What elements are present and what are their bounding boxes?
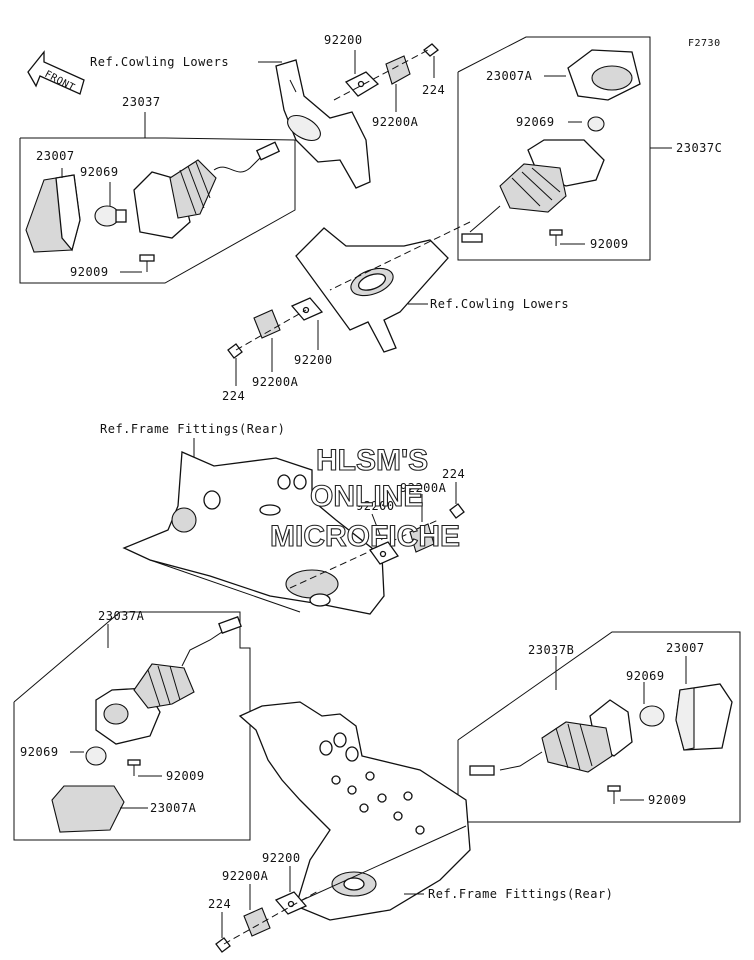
label-92200-bottom: 92200 (262, 851, 301, 865)
label-23037: 23037 (122, 95, 161, 109)
rear-frame-fitting-bottom (238, 701, 471, 921)
plate-92200-mid-icon (290, 297, 324, 321)
rear-left-turn-signal-assembly (13, 611, 251, 841)
connector-icon (255, 141, 281, 161)
clip-92200A-top-icon (385, 55, 411, 85)
watermark-line-1: HLSM'S (316, 444, 428, 477)
label-92069-tl: 92069 (80, 165, 119, 179)
label-23037B: 23037B (528, 643, 574, 657)
connector-br-icon (469, 765, 495, 776)
rear-frame-fitting-mid (122, 451, 385, 615)
label-23007-tl: 23007 (36, 149, 75, 163)
bellows-tr-icon (499, 163, 567, 213)
cowling-bracket-mid (295, 227, 449, 353)
bellows-br-icon (541, 721, 613, 773)
label-92009-tl: 92009 (70, 265, 109, 279)
cowling-bracket-top (275, 59, 371, 189)
front-direction-icon: FRONT (27, 50, 85, 95)
bulb-92069-rl-icon (85, 746, 107, 766)
connector-tr-icon (461, 233, 483, 243)
watermark: HLSM'S ONLINE MICROFICHE (269, 443, 460, 553)
label-23007A-rl: 23007A (150, 801, 197, 815)
label-92069-tr: 92069 (516, 115, 555, 129)
label-224-rear: 224 (442, 467, 465, 481)
bulb-92069-br-icon (639, 705, 665, 727)
label-23007-br: 23007 (666, 641, 705, 655)
plate-92200-top-icon (344, 71, 380, 97)
label-92200-rear: 92200 (356, 499, 395, 513)
front-left-turn-signal-assembly (19, 112, 296, 284)
screw-92009-icon (139, 254, 155, 272)
ref-cowling-lowers-top: Ref.Cowling Lowers (90, 55, 229, 69)
label-92009-tr: 92009 (590, 237, 629, 251)
screw-92009-rl-icon (127, 759, 141, 776)
label-224-mid: 224 (222, 389, 245, 403)
label-92200A-top: 92200A (372, 115, 419, 129)
bolt-224-rear-icon (449, 503, 465, 519)
bolt-224-bottom-icon (215, 937, 231, 953)
label-23037C: 23037C (676, 141, 722, 155)
screw-92009-br-icon (607, 785, 621, 804)
clip-92200A-mid-icon (253, 309, 281, 339)
watermark-line-3: MICROFICHE (270, 520, 460, 553)
label-224-top: 224 (422, 83, 445, 97)
rear-right-turn-signal-assembly (457, 631, 741, 823)
figure-code: F2730 (688, 38, 721, 49)
screw-92009-tr-icon (549, 229, 563, 246)
lens-23007A-rl-icon (51, 785, 125, 833)
label-92009-rl: 92009 (166, 769, 205, 783)
label-23007A-tr: 23007A (486, 69, 533, 83)
label-92200-mid: 92200 (294, 353, 333, 367)
label-92200A-mid: 92200A (252, 375, 299, 389)
label-92200-top: 92200 (324, 33, 363, 47)
watermark-line-2: ONLINE (310, 480, 423, 513)
front-right-turn-signal-assembly (457, 36, 672, 261)
plate-92200-rear-icon (369, 541, 399, 565)
label-23037A: 23037A (98, 609, 145, 623)
connector-rl-icon (218, 616, 242, 634)
label-92009-br: 92009 (648, 793, 687, 807)
label-92069-br: 92069 (626, 669, 665, 683)
label-224-bottom: 224 (208, 897, 231, 911)
label-92069-rl: 92069 (20, 745, 59, 759)
clip-92200A-rear-icon (409, 523, 435, 553)
label-92200A-rear: 92200A (400, 481, 447, 495)
label-92200A-bottom: 92200A (222, 869, 269, 883)
ref-cowling-lowers-mid: Ref.Cowling Lowers (430, 297, 569, 311)
ref-frame-fittings-mid: Ref.Frame Fittings(Rear) (100, 422, 285, 436)
clip-92200A-bottom-icon (243, 907, 271, 937)
bellows-icon (169, 159, 217, 219)
ref-frame-fittings-bottom: Ref.Frame Fittings(Rear) (428, 887, 613, 901)
bolt-224-mid-icon (227, 343, 243, 359)
bolt-224-top-icon (423, 43, 439, 57)
bulb-92069-tr-icon (587, 116, 605, 132)
